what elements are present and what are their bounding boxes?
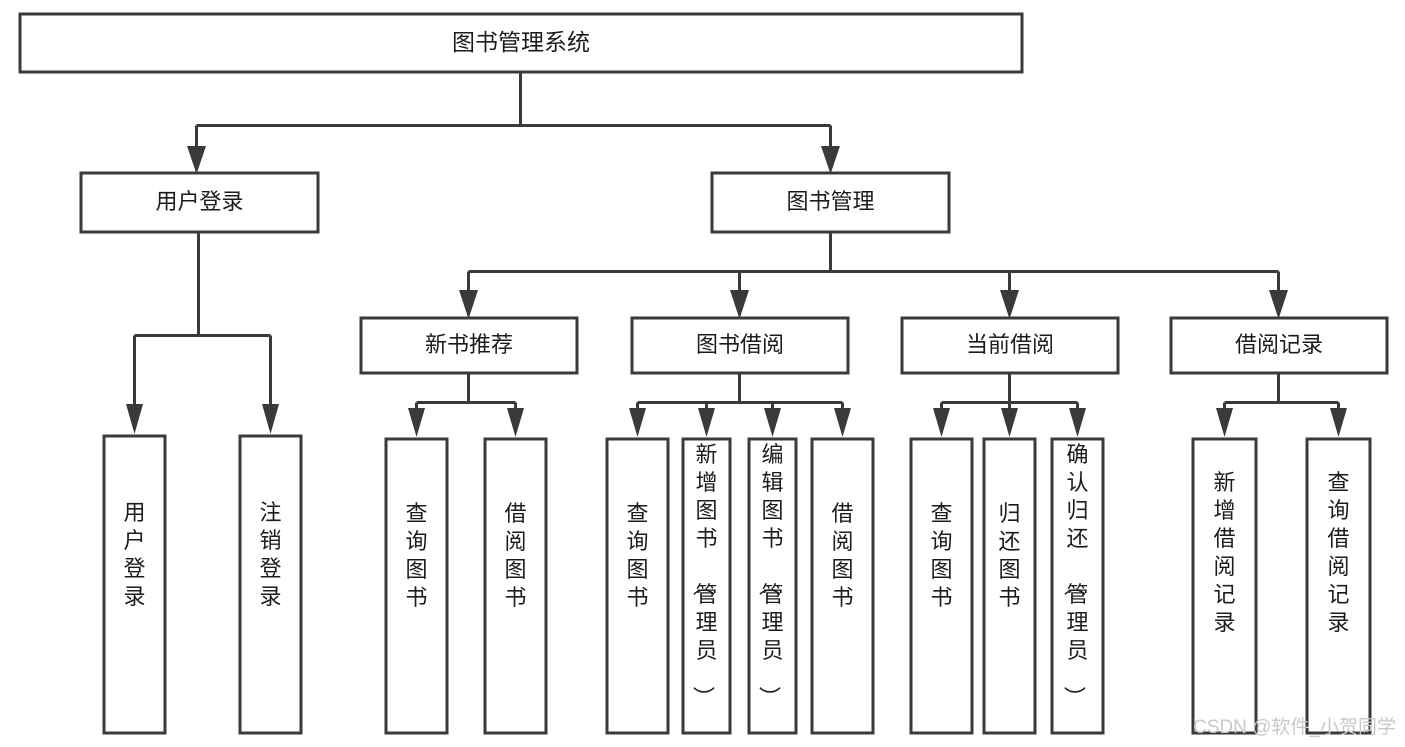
leaf-edit-book[interactable]: 编辑图书（管理员） (747, 437, 798, 735)
node-user-login-box[interactable] (79, 171, 320, 234)
csdn-watermark: CSDN @软件_小贺同学 (1193, 716, 1396, 738)
leaf-add-record-box[interactable] (1191, 437, 1258, 735)
arrow-userlogin-leaf-1 (262, 404, 279, 434)
node-current-borrow-label: 当前借阅 (966, 332, 1054, 357)
leaf-borrow-book-1-label: 借阅图书 (504, 501, 526, 610)
leaf-user-logout[interactable]: 注销登录 (238, 434, 303, 735)
leaf-query-record-box[interactable] (1305, 437, 1372, 735)
leaf-query-record[interactable]: 查询借阅记录 (1305, 437, 1372, 735)
leaf-user-logout-box[interactable] (238, 434, 303, 735)
leaf-return-book-label: 归还图书 (998, 501, 1020, 610)
arrow-bookborrow-leaf-3 (834, 408, 851, 437)
arrow-borrowrecord-leaf-0 (1216, 408, 1233, 437)
leaf-query-book-2-box[interactable] (605, 437, 670, 735)
leaf-borrow-book-2[interactable]: 借阅图书 (810, 437, 875, 735)
arrow-bookmanage-to-new-book-recommend (459, 290, 478, 319)
node-borrow-record-box[interactable] (1169, 316, 1389, 375)
leaf-add-record-label: 新增借阅记录 (1213, 470, 1235, 635)
leaf-query-book-3[interactable]: 查询图书 (909, 437, 974, 735)
leaf-query-book-1-box[interactable] (384, 437, 449, 735)
node-current-borrow-box[interactable] (900, 316, 1120, 375)
arrow-userlogin-leaf-0 (126, 404, 143, 434)
leaf-add-book-label: 新增图书（管理员） (690, 442, 717, 708)
leaf-query-book-1-label: 查询图书 (405, 501, 427, 610)
leaf-edit-book-label: 编辑图书（管理员） (756, 442, 783, 708)
node-book-borrow-box[interactable] (630, 316, 850, 375)
node-new-book-recommend-box[interactable] (359, 316, 579, 375)
node-current-borrow[interactable]: 当前借阅 (900, 316, 1120, 375)
arrow-borrowrecord-leaf-1 (1330, 408, 1347, 437)
leaf-user-login-label: 用户登录 (123, 500, 145, 609)
leaf-borrow-book-1[interactable]: 借阅图书 (483, 437, 548, 735)
arrow-currentborrow-leaf-2 (1069, 408, 1086, 437)
leaf-return-book[interactable]: 归还图书 (982, 437, 1037, 735)
arrow-root-to-user-login (187, 146, 206, 174)
node-new-book-recommend[interactable]: 新书推荐 (359, 316, 579, 375)
leaf-user-logout-label: 注销登录 (259, 500, 281, 609)
leaf-query-book-1[interactable]: 查询图书 (384, 437, 449, 735)
arrow-bookmanage-to-borrow-record (1269, 290, 1288, 319)
leaf-query-record-label: 查询借阅记录 (1327, 470, 1349, 635)
leaf-borrow-book-1-box[interactable] (483, 437, 548, 735)
node-book-borrow[interactable]: 图书借阅 (630, 316, 850, 375)
connector-layer (126, 73, 1347, 437)
node-book-manage[interactable]: 图书管理 (710, 171, 951, 234)
node-user-login-label: 用户登录 (155, 189, 243, 214)
node-root-box[interactable] (18, 12, 1024, 74)
arrow-bookborrow-leaf-0 (629, 408, 646, 437)
arrow-currentborrow-leaf-1 (1001, 408, 1018, 437)
leaf-edit-book-box[interactable] (747, 437, 798, 735)
leaf-confirm-return[interactable]: 确认归还（管理员） (1050, 437, 1105, 735)
leaf-query-book-3-box[interactable] (909, 437, 974, 735)
node-borrow-record-label: 借阅记录 (1235, 332, 1323, 357)
arrow-bookborrow-leaf-2 (764, 408, 781, 437)
leaf-borrow-book-2-box[interactable] (810, 437, 875, 735)
arrow-bookmanage-to-current-borrow (1000, 290, 1019, 319)
leaf-return-book-box[interactable] (982, 437, 1037, 735)
node-new-book-recommend-label: 新书推荐 (425, 332, 513, 357)
node-root[interactable]: 图书管理系统 (18, 12, 1024, 74)
leaf-user-login[interactable]: 用户登录 (102, 434, 167, 735)
leaf-borrow-book-2-label: 借阅图书 (831, 501, 853, 610)
arrow-bookmanage-to-book-borrow (730, 290, 749, 319)
arrow-bookborrow-leaf-1 (698, 408, 715, 437)
leaf-add-book-box[interactable] (681, 437, 732, 735)
node-book-borrow-label: 图书借阅 (696, 332, 784, 357)
leaf-add-record[interactable]: 新增借阅记录 (1191, 437, 1258, 735)
leaf-confirm-return-box[interactable] (1050, 437, 1105, 735)
arrow-newbook-leaf-1 (507, 408, 524, 437)
node-root-label: 图书管理系统 (452, 29, 590, 55)
arrow-currentborrow-leaf-0 (933, 408, 950, 437)
node-borrow-record[interactable]: 借阅记录 (1169, 316, 1389, 375)
leaf-confirm-return-label: 确认归还（管理员） (1061, 442, 1088, 708)
leaf-query-book-3-label: 查询图书 (930, 501, 952, 610)
node-book-manage-box[interactable] (710, 171, 951, 234)
leaf-query-book-2-label: 查询图书 (626, 501, 648, 610)
leaf-add-book[interactable]: 新增图书（管理员） (681, 437, 732, 735)
leaf-query-book-2[interactable]: 查询图书 (605, 437, 670, 735)
leaf-user-login-box[interactable] (102, 434, 167, 735)
node-book-manage-label: 图书管理 (786, 189, 874, 214)
arrow-root-to-book-manage (821, 146, 840, 174)
node-user-login[interactable]: 用户登录 (79, 171, 320, 234)
arrow-newbook-leaf-0 (408, 408, 425, 437)
